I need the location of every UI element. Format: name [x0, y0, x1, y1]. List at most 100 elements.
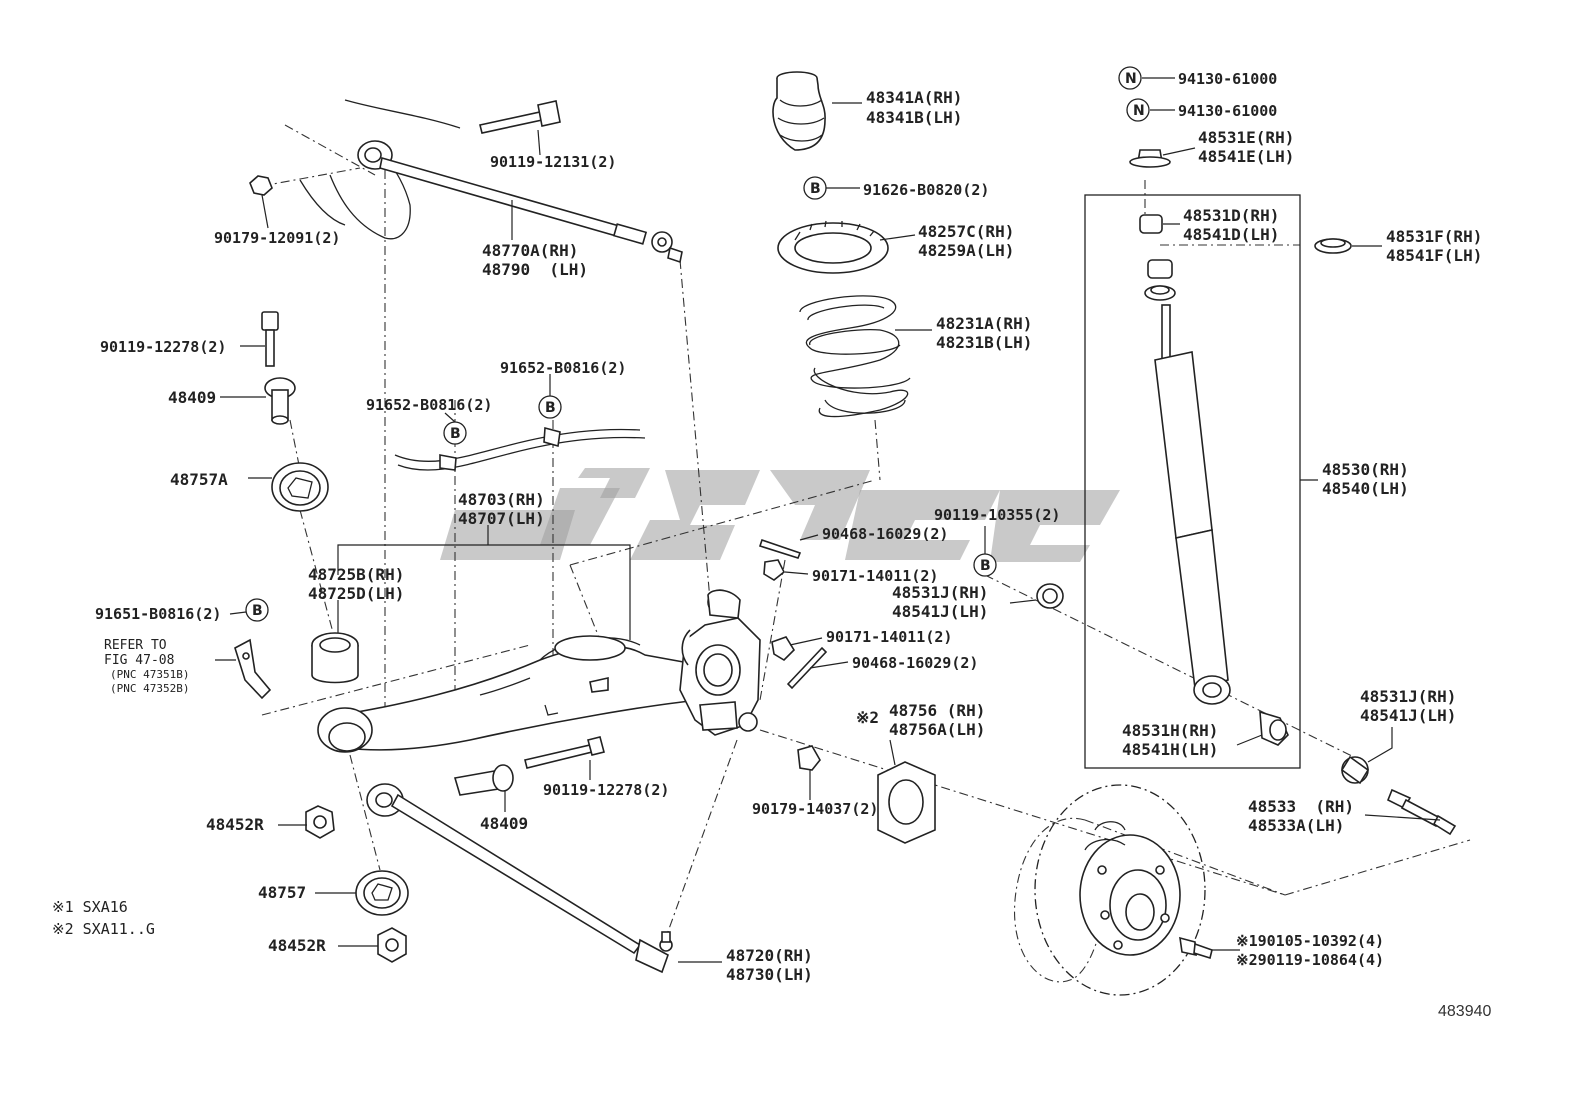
- label-48540: 48540(LH): [1322, 479, 1409, 498]
- marker-b-91651: B: [245, 598, 269, 622]
- cushion-48531d-lower: [1144, 259, 1176, 301]
- note-sxa11g: ※2 SXA11..G: [52, 920, 155, 938]
- castle-nut-90171-b: [771, 636, 796, 662]
- watermark-logo: [440, 468, 1120, 562]
- svg-text:B: B: [450, 426, 461, 442]
- label-90119-10355: 90119-10355(2): [934, 506, 1061, 524]
- note-sxa16: ※1 SXA16: [52, 898, 128, 916]
- label-91626-b0820: 91626-B0820(2): [863, 181, 990, 199]
- label-48531j-right: 48531J(RH): [1360, 687, 1457, 706]
- label-48756a: 48756A(LH): [889, 720, 986, 739]
- label-48707: 48707(LH): [458, 509, 545, 528]
- label-90119-10864: ※290119-10864(4): [1236, 951, 1385, 969]
- label-90119-12278-top: 90119-12278(2): [100, 338, 227, 356]
- diagram-id: 483940: [1438, 1003, 1492, 1020]
- washer-48531f: [1314, 238, 1352, 254]
- shock-absorber-box: [1084, 194, 1301, 769]
- nut-48452r-b: [377, 927, 407, 963]
- label-48452r-b: 48452R: [268, 936, 326, 955]
- castle-nut-90171-a: [763, 559, 786, 581]
- nut-48452r-a: [305, 805, 335, 839]
- svg-text:B: B: [980, 558, 991, 574]
- label-90468-16029-a: 90468-16029(2): [822, 525, 949, 543]
- label-48231a: 48231A(RH): [936, 314, 1033, 333]
- label-48533a: 48533A(LH): [1248, 816, 1345, 835]
- marker-b-91652-a: B: [443, 421, 467, 445]
- svg-text:N: N: [1133, 103, 1145, 119]
- label-48341b: 48341B(LH): [866, 108, 963, 127]
- label-48257c: 48257C(RH): [918, 222, 1015, 241]
- lateral-rod-48770a: [379, 156, 683, 264]
- label-48341a: 48341A(RH): [866, 88, 963, 107]
- label-90171-14011-b: 90171-14011(2): [826, 628, 953, 646]
- label-90119-12131: 90119-12131(2): [490, 153, 617, 171]
- bolt-90119-12278-bottom: [524, 736, 605, 769]
- refer-note-line3: (PNC 47351B): [110, 668, 190, 681]
- label-48756-prefix: ※2: [856, 708, 880, 727]
- svg-text:B: B: [810, 181, 821, 197]
- coil-spring-48231a: [799, 295, 911, 418]
- bushing-48757: [355, 870, 409, 916]
- label-48452r-a: 48452R: [206, 815, 264, 834]
- label-48231b: 48231B(LH): [936, 333, 1033, 352]
- label-91651-b0816: 91651-B0816(2): [95, 605, 222, 623]
- label-48409-bottom: 48409: [480, 814, 529, 833]
- label-91652-b0816-a: 91652-B0816(2): [366, 396, 493, 414]
- label-48531f: 48531F(RH): [1386, 227, 1483, 246]
- collar-48409-top: [264, 377, 296, 425]
- label-48541e: 48541E(LH): [1198, 147, 1295, 166]
- label-48770a: 48770A(RH): [482, 241, 579, 260]
- label-90468-16029-b: 90468-16029(2): [852, 654, 979, 672]
- svg-text:B: B: [545, 400, 556, 416]
- marker-b-91626: B: [803, 176, 827, 200]
- lower-rod-48720: [366, 783, 673, 974]
- shock-absorber-48530: [1154, 304, 1231, 705]
- label-94130-61000-a: 94130-61000: [1178, 70, 1278, 88]
- refer-note-line2: FIG 47-08: [104, 653, 175, 668]
- bushing-48531h: [1259, 710, 1289, 746]
- nut-90179-14037: [797, 745, 821, 771]
- label-48757: 48757: [258, 883, 307, 902]
- label-48756: 48756 (RH): [889, 701, 986, 720]
- label-48541f: 48541F(LH): [1386, 246, 1483, 265]
- body-bracket: [299, 99, 461, 240]
- label-48730: 48730(LH): [726, 965, 813, 984]
- label-90179-14037: 90179-14037(2): [752, 800, 879, 818]
- label-48541j-right: 48541J(LH): [1360, 706, 1457, 725]
- bolt-90119-12278-top: [261, 311, 279, 367]
- label-48720: 48720(RH): [726, 946, 813, 965]
- knuckle-carrier: [679, 589, 761, 736]
- brake-drum-hub: [1014, 784, 1206, 996]
- bolt-90119-12131: [479, 100, 561, 134]
- refer-note-line1: REFER TO: [104, 638, 167, 653]
- gasket-48756: [877, 761, 936, 844]
- marker-n-2: N: [1126, 98, 1150, 122]
- label-48531e: 48531E(RH): [1198, 128, 1295, 147]
- axle-beam-48703: [317, 635, 701, 753]
- label-48531h: 48531H(RH): [1122, 721, 1219, 740]
- marker-n-1: N: [1118, 66, 1142, 90]
- bump-stop-48341a: [772, 71, 826, 151]
- bracket-91651: [234, 638, 272, 700]
- label-48790: 48790 (LH): [482, 260, 588, 279]
- bushing-48757a: [271, 462, 329, 512]
- collar-48409-bottom: [453, 764, 514, 796]
- label-48541d: 48541D(LH): [1183, 225, 1280, 244]
- label-48703: 48703(RH): [458, 490, 545, 509]
- label-48530: 48530(RH): [1322, 460, 1409, 479]
- hub-bolt-90105: [1179, 936, 1213, 960]
- label-48541h: 48541H(LH): [1122, 740, 1219, 759]
- nut-90179-12091: [249, 175, 273, 196]
- marker-b-91652-b: B: [538, 395, 562, 419]
- leader-lines: [215, 77, 1441, 963]
- label-90171-14011-a: 90171-14011(2): [812, 567, 939, 585]
- cotter-pin-90468-a: [758, 538, 802, 559]
- spring-seat-48257c: [777, 220, 889, 274]
- bolt-48533: [1386, 788, 1457, 836]
- label-91652-b0816-b: 91652-B0816(2): [500, 359, 627, 377]
- label-94130-61000-b: 94130-61000: [1178, 102, 1278, 120]
- nut-94130: [1129, 149, 1171, 168]
- assembly-guide-lines: [261, 124, 1471, 941]
